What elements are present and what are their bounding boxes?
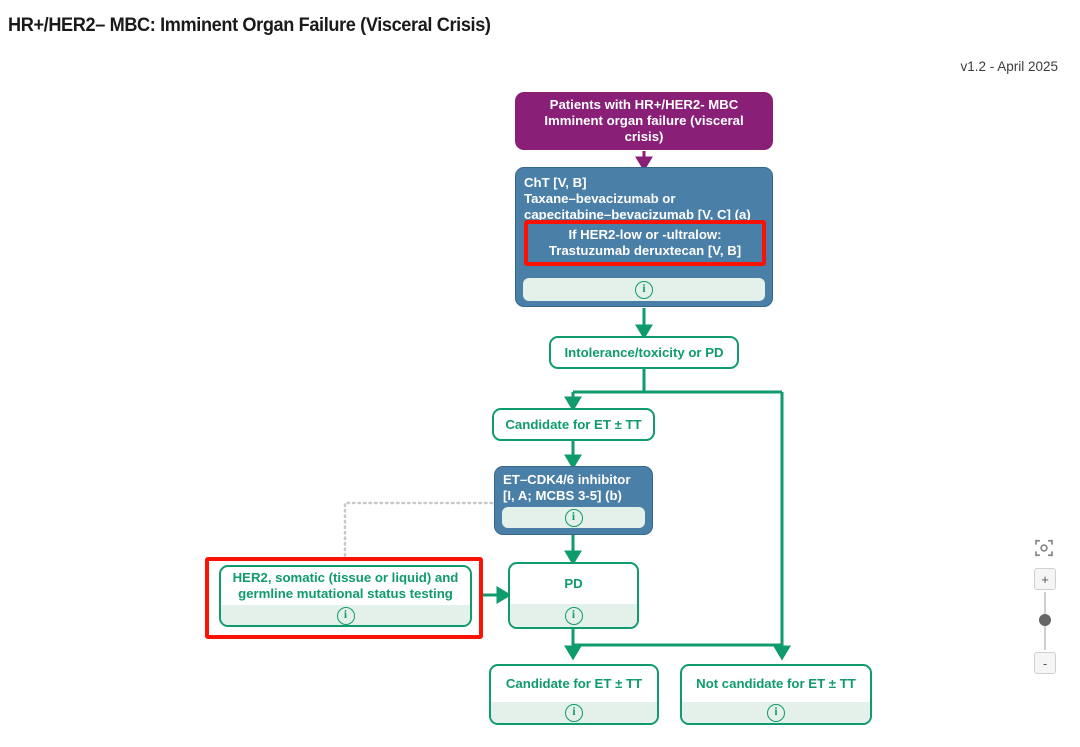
node-pd-info-button[interactable]: i [510, 604, 637, 627]
fit-to-view-button[interactable] [1032, 536, 1056, 560]
node-et-cdk-info-button[interactable]: i [502, 507, 645, 528]
node-pd-label: PD [564, 576, 583, 592]
node-patients-line1: Patients with HR+/HER2- MBC [549, 97, 739, 113]
node-not-candidate-label: Not candidate for ET ± TT [696, 676, 856, 692]
zoom-in-button[interactable]: + [1034, 568, 1056, 590]
info-icon: i [565, 704, 583, 722]
info-icon: i [336, 606, 355, 625]
fit-to-view-icon [1035, 539, 1053, 557]
zoom-slider[interactable] [1034, 592, 1056, 650]
node-not-candidate-info-button[interactable]: i [682, 702, 870, 723]
node-intolerance-toxicity-or-pd[interactable]: Intolerance/toxicity or PD [549, 336, 739, 369]
node-pd[interactable]: PD i [508, 562, 639, 629]
node-candidate-lower-label: Candidate for ET ± TT [505, 676, 643, 692]
zoom-slider-handle[interactable] [1039, 614, 1051, 626]
node-her2-testing-info-button[interactable]: i [221, 605, 470, 625]
zoom-controls[interactable]: + - [1032, 536, 1058, 674]
node-intolerance-label: Intolerance/toxicity or PD [564, 344, 724, 360]
node-candidate-for-et-tt-lower[interactable]: Candidate for ET ± TT i [489, 664, 659, 725]
info-icon: i [635, 280, 653, 299]
node-her2-somatic-germline-testing[interactable]: HER2, somatic (tissue or liquid) and ger… [219, 565, 472, 627]
version-label: v1.2 - April 2025 [960, 59, 1058, 74]
info-icon: i [564, 508, 583, 527]
callout-her2-low-trastuzumab-deruxtecan[interactable]: If HER2-low or -ultralow: Trastuzumab de… [524, 220, 766, 266]
node-her2-testing-line2: germline mutational status testing [238, 586, 453, 601]
node-patients-line2: Imminent organ failure (visceral crisis) [544, 113, 744, 144]
node-et-cdk-line1: ET–CDK4/6 inhibitor [503, 472, 631, 487]
callout-her2-low-line2: Trastuzumab deruxtecan [V, B] [548, 243, 742, 258]
node-her2-testing-line1: HER2, somatic (tissue or liquid) and [232, 570, 459, 586]
node-cht-info-button[interactable]: i [523, 278, 765, 301]
node-candidate-upper-label: Candidate for ET ± TT [505, 416, 642, 432]
node-not-candidate-for-et-tt[interactable]: Not candidate for ET ± TT i [680, 664, 872, 725]
zoom-out-button[interactable]: - [1034, 652, 1056, 674]
info-icon: i [564, 606, 583, 625]
callout-her2-low-line1: If HER2-low or -ultralow: [568, 226, 722, 242]
node-et-cdk-line2: [I, A; MCBS 3-5] (b) [503, 487, 622, 503]
node-candidate-for-et-tt-upper[interactable]: Candidate for ET ± TT [492, 408, 655, 441]
node-patients[interactable]: Patients with HR+/HER2- MBC Imminent org… [515, 92, 773, 150]
info-icon: i [767, 704, 785, 722]
node-cht-line1: ChT [V, B] [524, 175, 587, 190]
node-candidate-lower-info-button[interactable]: i [491, 702, 657, 723]
node-et-cdk46-inhibitor[interactable]: ET–CDK4/6 inhibitor [I, A; MCBS 3-5] (b)… [494, 466, 653, 535]
node-cht-line2: Taxane–bevacizumab or [524, 190, 676, 206]
node-cht-line3: capecitabine–bevacizumab [V, C] (a) [524, 206, 751, 222]
page-title: HR+/HER2– MBC: Imminent Organ Failure (V… [8, 14, 491, 36]
